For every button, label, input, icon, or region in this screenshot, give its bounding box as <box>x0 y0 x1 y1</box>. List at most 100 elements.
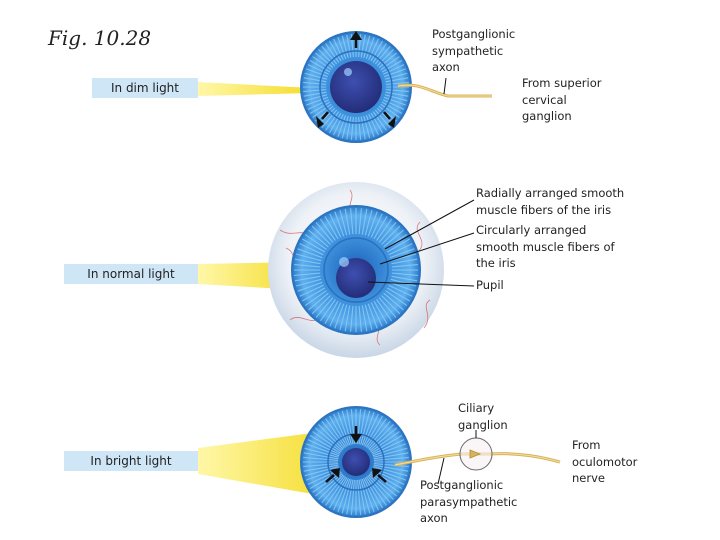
iris-striation <box>329 213 342 238</box>
oculomotor-label: From oculomotor nerve <box>572 438 638 485</box>
iris-striation <box>361 208 368 235</box>
bright-light-label: In bright light <box>64 451 198 471</box>
iris-striation <box>307 64 330 75</box>
iris-striation <box>337 412 351 446</box>
iris-striation <box>337 115 347 137</box>
dim-light-label: In dim light <box>92 78 198 98</box>
iris-striation <box>319 218 336 241</box>
ganglion-synapse-icon <box>469 449 482 459</box>
iris-striation <box>302 238 326 253</box>
iris-striation <box>299 243 324 256</box>
iris-striation <box>350 208 354 235</box>
iris-striation <box>358 479 366 515</box>
iris-striation <box>321 109 338 128</box>
iris-striation <box>329 415 348 447</box>
iris-striation <box>329 40 342 62</box>
iris-striation <box>308 229 329 248</box>
iris-striation <box>312 431 342 453</box>
iris-striation <box>346 479 354 515</box>
iris-striation <box>339 209 348 236</box>
iris-striation <box>333 413 349 446</box>
iris-striation <box>311 295 331 315</box>
iris-striation <box>367 421 391 449</box>
iris-striation <box>386 287 410 302</box>
iris-striation <box>321 475 345 503</box>
postganglionic-sympathetic-label: Postganglionic sympathetic axon <box>432 27 516 74</box>
iris-striation <box>388 284 413 297</box>
iris-striation <box>364 209 373 236</box>
iris-striation <box>341 410 352 445</box>
iris-striation <box>350 479 355 515</box>
iris-striation <box>312 103 332 118</box>
iris-striation <box>371 435 403 454</box>
iris-striation <box>363 35 371 59</box>
radial-muscle-pointer <box>384 199 475 250</box>
dim-light-beam <box>198 82 312 96</box>
iris-striation <box>384 96 406 106</box>
iris-striation <box>325 418 347 448</box>
iris-striation <box>346 34 352 58</box>
iris-striation <box>385 81 409 85</box>
iris-striation <box>315 297 334 318</box>
constriction-arrow-down <box>350 434 362 443</box>
iris-striation <box>324 216 339 240</box>
dim-pupil <box>330 61 382 113</box>
iris-striation <box>382 99 405 110</box>
iris-striation <box>325 476 347 506</box>
pupil-pointer <box>367 281 475 287</box>
iris-striation <box>389 248 415 259</box>
iris-striation <box>309 101 331 114</box>
iris-striation <box>364 477 383 509</box>
ciliary-ganglion-label: Ciliary ganglion <box>458 401 508 432</box>
iris-striation <box>388 243 413 256</box>
iris-striation <box>383 229 404 248</box>
iris-striation <box>357 479 362 515</box>
iris-striation <box>374 46 391 65</box>
iris-striation <box>303 81 327 85</box>
iris-striation <box>373 466 408 477</box>
iris-striation <box>303 463 339 468</box>
iris-striation <box>361 478 375 512</box>
iris-striation <box>315 427 343 451</box>
iris-striation <box>324 300 339 324</box>
iris-striation <box>374 109 391 128</box>
iris-striation <box>303 77 327 83</box>
iris-striation <box>368 113 379 136</box>
iris-striation <box>360 34 366 58</box>
dim-light-eye <box>300 31 412 143</box>
iris-striation <box>383 292 404 311</box>
iris-striation <box>325 111 340 131</box>
iris-striation <box>294 272 321 276</box>
iris-striation <box>318 424 344 450</box>
iris-striation <box>369 427 397 451</box>
iris-striation <box>360 410 371 445</box>
iris-striation <box>370 112 383 134</box>
iris-striation <box>368 424 394 450</box>
iris-striation <box>380 56 400 71</box>
iris-striation <box>364 304 373 331</box>
iris-striation <box>373 456 409 461</box>
iris-striation <box>318 49 336 67</box>
iris-striation <box>358 116 362 140</box>
iris-striation <box>318 474 344 500</box>
iris-striation <box>341 35 349 59</box>
iris-striation <box>360 479 371 514</box>
iris-striation <box>334 303 345 329</box>
iris-striation <box>370 431 400 453</box>
iris-striation <box>304 94 328 102</box>
iris-striation <box>308 292 329 311</box>
iris-striation <box>376 49 394 67</box>
postganglionic-parasympathetic-label: Postganglionic parasympathetic axon <box>420 478 518 525</box>
iris-striation <box>365 476 387 506</box>
iris-striation <box>294 258 321 265</box>
iris-striation <box>381 295 401 315</box>
bright-light-eye <box>300 406 412 518</box>
iris-striation <box>365 37 375 59</box>
iris-striation <box>384 68 406 78</box>
radial-muscle-label: Radially arranged smooth muscle fibers o… <box>476 186 625 217</box>
iris-striation <box>363 413 379 446</box>
parasympathetic-axon-pointer <box>437 457 445 485</box>
iris-striation <box>370 302 383 327</box>
iris-striation <box>294 264 321 268</box>
